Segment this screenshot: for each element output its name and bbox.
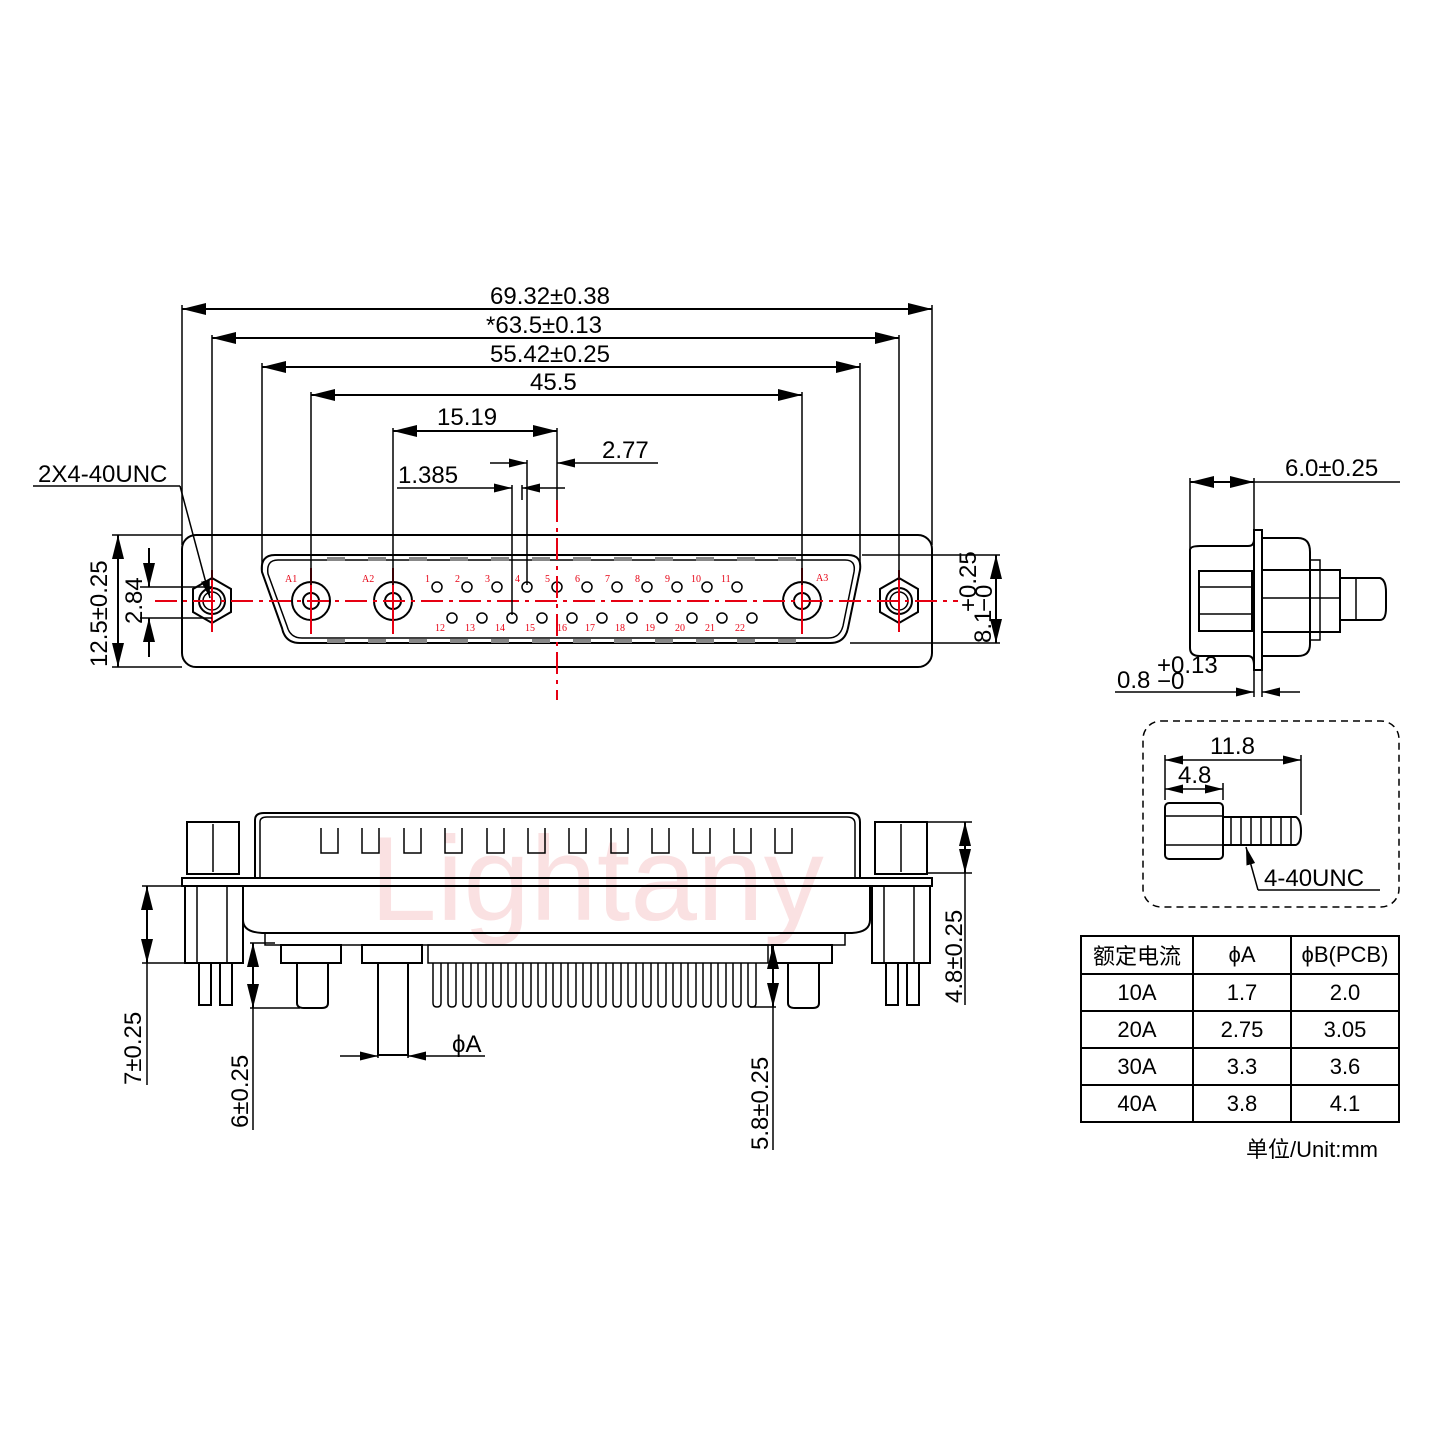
- dim-shell-width: 55.42±0.25: [490, 341, 610, 368]
- svg-text:4: 4: [515, 574, 520, 585]
- dim-mount-hole-spacing: *63.5±0.13: [486, 312, 602, 339]
- dim-pin-pitch: 2.77: [602, 437, 649, 464]
- svg-text:20: 20: [675, 623, 685, 634]
- signal-pins-bottom: [446, 612, 758, 624]
- header-rated-current: 额定电流: [1080, 935, 1194, 975]
- svg-text:16: 16: [557, 623, 567, 634]
- svg-text:11: 11: [721, 574, 731, 585]
- table-header-row: 额定电流 ϕA ϕB(PCB): [1080, 935, 1400, 975]
- svg-text:12: 12: [435, 623, 445, 634]
- svg-text:10: 10: [691, 574, 701, 585]
- svg-text:9: 9: [665, 574, 670, 585]
- dim-center-offset: 15.19: [437, 404, 497, 431]
- svg-text:21: 21: [705, 623, 715, 634]
- dim-power-pin-length: 6±0.25: [227, 1055, 254, 1128]
- dim-flange-height: 12.5±0.25: [86, 560, 113, 667]
- svg-text:5: 5: [545, 574, 550, 585]
- svg-text:17: 17: [585, 623, 595, 634]
- svg-text:−0: −0: [1157, 668, 1184, 695]
- dim-overall-width: 69.32±0.38: [490, 283, 610, 310]
- dim-shell-height: 8.1: [970, 610, 997, 643]
- svg-text:15: 15: [525, 623, 535, 634]
- dim-row-offset: 1.385: [398, 462, 458, 489]
- svg-text:7: 7: [605, 574, 610, 585]
- dim-screw-head: 4.8: [1178, 762, 1211, 789]
- screw-thread-label: 4-40UNC: [1264, 865, 1364, 892]
- dim-row-spacing: 2.84: [121, 577, 148, 624]
- bottom-view: 7±0.25 6±0.25 ϕA 5.8±0.25 4.8±0.25: [120, 812, 972, 1150]
- svg-text:−0: −0: [971, 585, 998, 612]
- unit-label: 单位/Unit:mm: [1246, 1137, 1379, 1162]
- svg-text:+0.25: +0.25: [955, 551, 982, 612]
- svg-text:3: 3: [485, 574, 490, 585]
- dim-pin-diameter: ϕA: [452, 1031, 481, 1058]
- dim-signal-pin-length: 5.8±0.25: [747, 1057, 774, 1150]
- svg-text:13: 13: [465, 623, 475, 634]
- svg-text:8: 8: [635, 574, 640, 585]
- svg-text:A3: A3: [816, 573, 828, 584]
- front-view: A1 A2 A3 1 2 3 4 5 6 7 8 9 10 11 12 13 1…: [33, 283, 1002, 700]
- screw-detail: 11.8 4.8 4-40UNC: [1142, 720, 1400, 908]
- svg-text:A2: A2: [362, 574, 374, 585]
- dim-flange-thickness: 0.8: [1117, 667, 1150, 694]
- svg-text:22: 22: [735, 623, 745, 634]
- svg-text:2: 2: [455, 574, 460, 585]
- thread-callout: 2X4-40UNC: [38, 461, 167, 488]
- dim-standoff-height: 7±0.25: [120, 1012, 147, 1085]
- dim-side-depth: 6.0±0.25: [1285, 455, 1378, 482]
- dim-power-pin-spacing: 45.5: [530, 369, 577, 396]
- svg-text:+0.13: +0.13: [1157, 652, 1218, 679]
- svg-text:6: 6: [575, 574, 580, 585]
- dim-screw-length: 11.8: [1210, 733, 1255, 760]
- svg-text:18: 18: [615, 623, 625, 634]
- header-phi-b: ϕB(PCB): [1290, 935, 1400, 975]
- svg-text:A1: A1: [285, 574, 297, 585]
- header-phi-a: ϕA: [1192, 935, 1292, 975]
- side-view: 6.0±0.25 0.8 +0.13 −0: [1115, 455, 1400, 697]
- svg-text:1: 1: [425, 574, 430, 585]
- dim-hex-nut-height: 4.8±0.25: [941, 910, 968, 1003]
- svg-text:14: 14: [495, 623, 505, 634]
- svg-text:19: 19: [645, 623, 655, 634]
